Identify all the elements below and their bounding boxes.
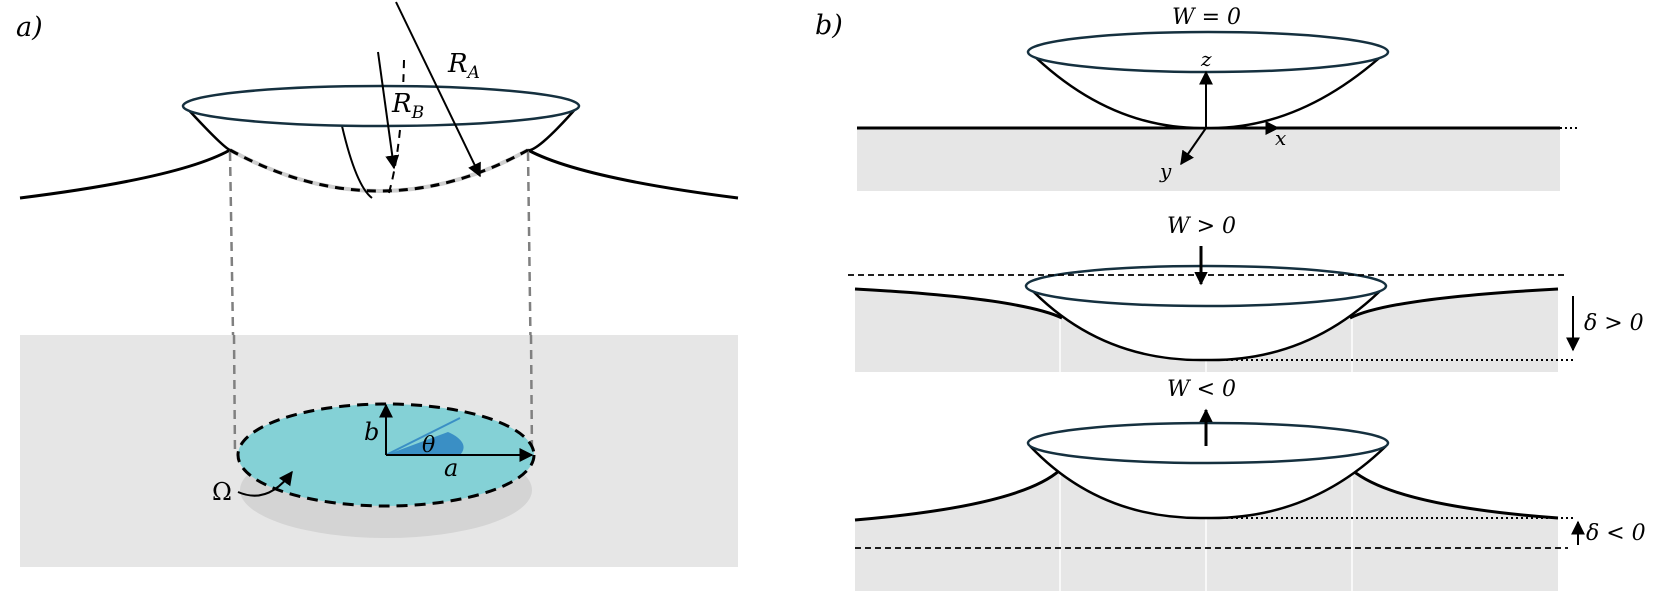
delta-positive-label: δ > 0 — [1584, 311, 1644, 336]
contact-profile-base — [229, 148, 529, 193]
case-negative-label: W < 0 — [1167, 377, 1236, 402]
axis-y-arrow — [1180, 127, 1207, 166]
surface-case-negative-left — [854, 468, 1062, 522]
deformed-surface-left — [19, 148, 231, 200]
panel-b-label: b) — [815, 10, 843, 41]
axis-z-label: z — [1200, 47, 1212, 71]
case-positive-label: W > 0 — [1167, 214, 1236, 239]
surface-case-positive-left — [854, 287, 1063, 320]
lens-rim-case-negative — [1026, 421, 1390, 465]
radius-b-label: RB — [391, 89, 424, 123]
radius-a-label: RA — [447, 49, 480, 83]
axis-y-label: y — [1159, 159, 1172, 183]
projection-line-left-lower — [232, 334, 237, 456]
surface-case-negative-right — [1351, 468, 1559, 520]
deformed-surface-right — [527, 148, 739, 200]
substrate-case-zero — [857, 128, 1560, 191]
semi-axis-b-label: b — [364, 418, 379, 446]
panel-a: a) RA RB θ — [16, 1, 739, 567]
case-zero-load: W = 0 z x y — [857, 5, 1577, 191]
projection-line-right-lower — [529, 334, 534, 456]
axis-x-label: x — [1275, 126, 1286, 150]
angle-ray — [385, 417, 461, 456]
case-positive-load: W > 0 δ > 0 — [848, 214, 1644, 372]
lens-rim — [181, 84, 581, 128]
case-zero-label: W = 0 — [1172, 5, 1241, 30]
angle-wedge — [386, 432, 464, 455]
domain-pointer — [237, 470, 293, 497]
delta-negative-label: δ < 0 — [1586, 521, 1646, 546]
lens-bottom-curve — [341, 125, 373, 199]
lens-section-dashed — [387, 59, 405, 197]
angle-label: θ — [422, 433, 435, 458]
semi-axis-a-label: a — [444, 454, 458, 482]
domain-label: Ω — [212, 478, 232, 506]
contact-profile-dashed — [229, 148, 529, 193]
radius-a-arrow — [395, 1, 481, 178]
lens-rim-case-positive — [1024, 264, 1388, 308]
case-negative-load: W < 0 δ < 0 — [854, 377, 1646, 591]
projection-line-left — [228, 151, 237, 456]
panel-a-label: a) — [16, 12, 43, 43]
projection-line-right — [526, 151, 534, 456]
surface-case-positive-right — [1349, 287, 1559, 320]
panel-b: b) W = 0 z x y W > 0 — [815, 5, 1646, 591]
substrate-case-positive — [855, 289, 1558, 372]
radius-b-arrow — [377, 51, 400, 170]
